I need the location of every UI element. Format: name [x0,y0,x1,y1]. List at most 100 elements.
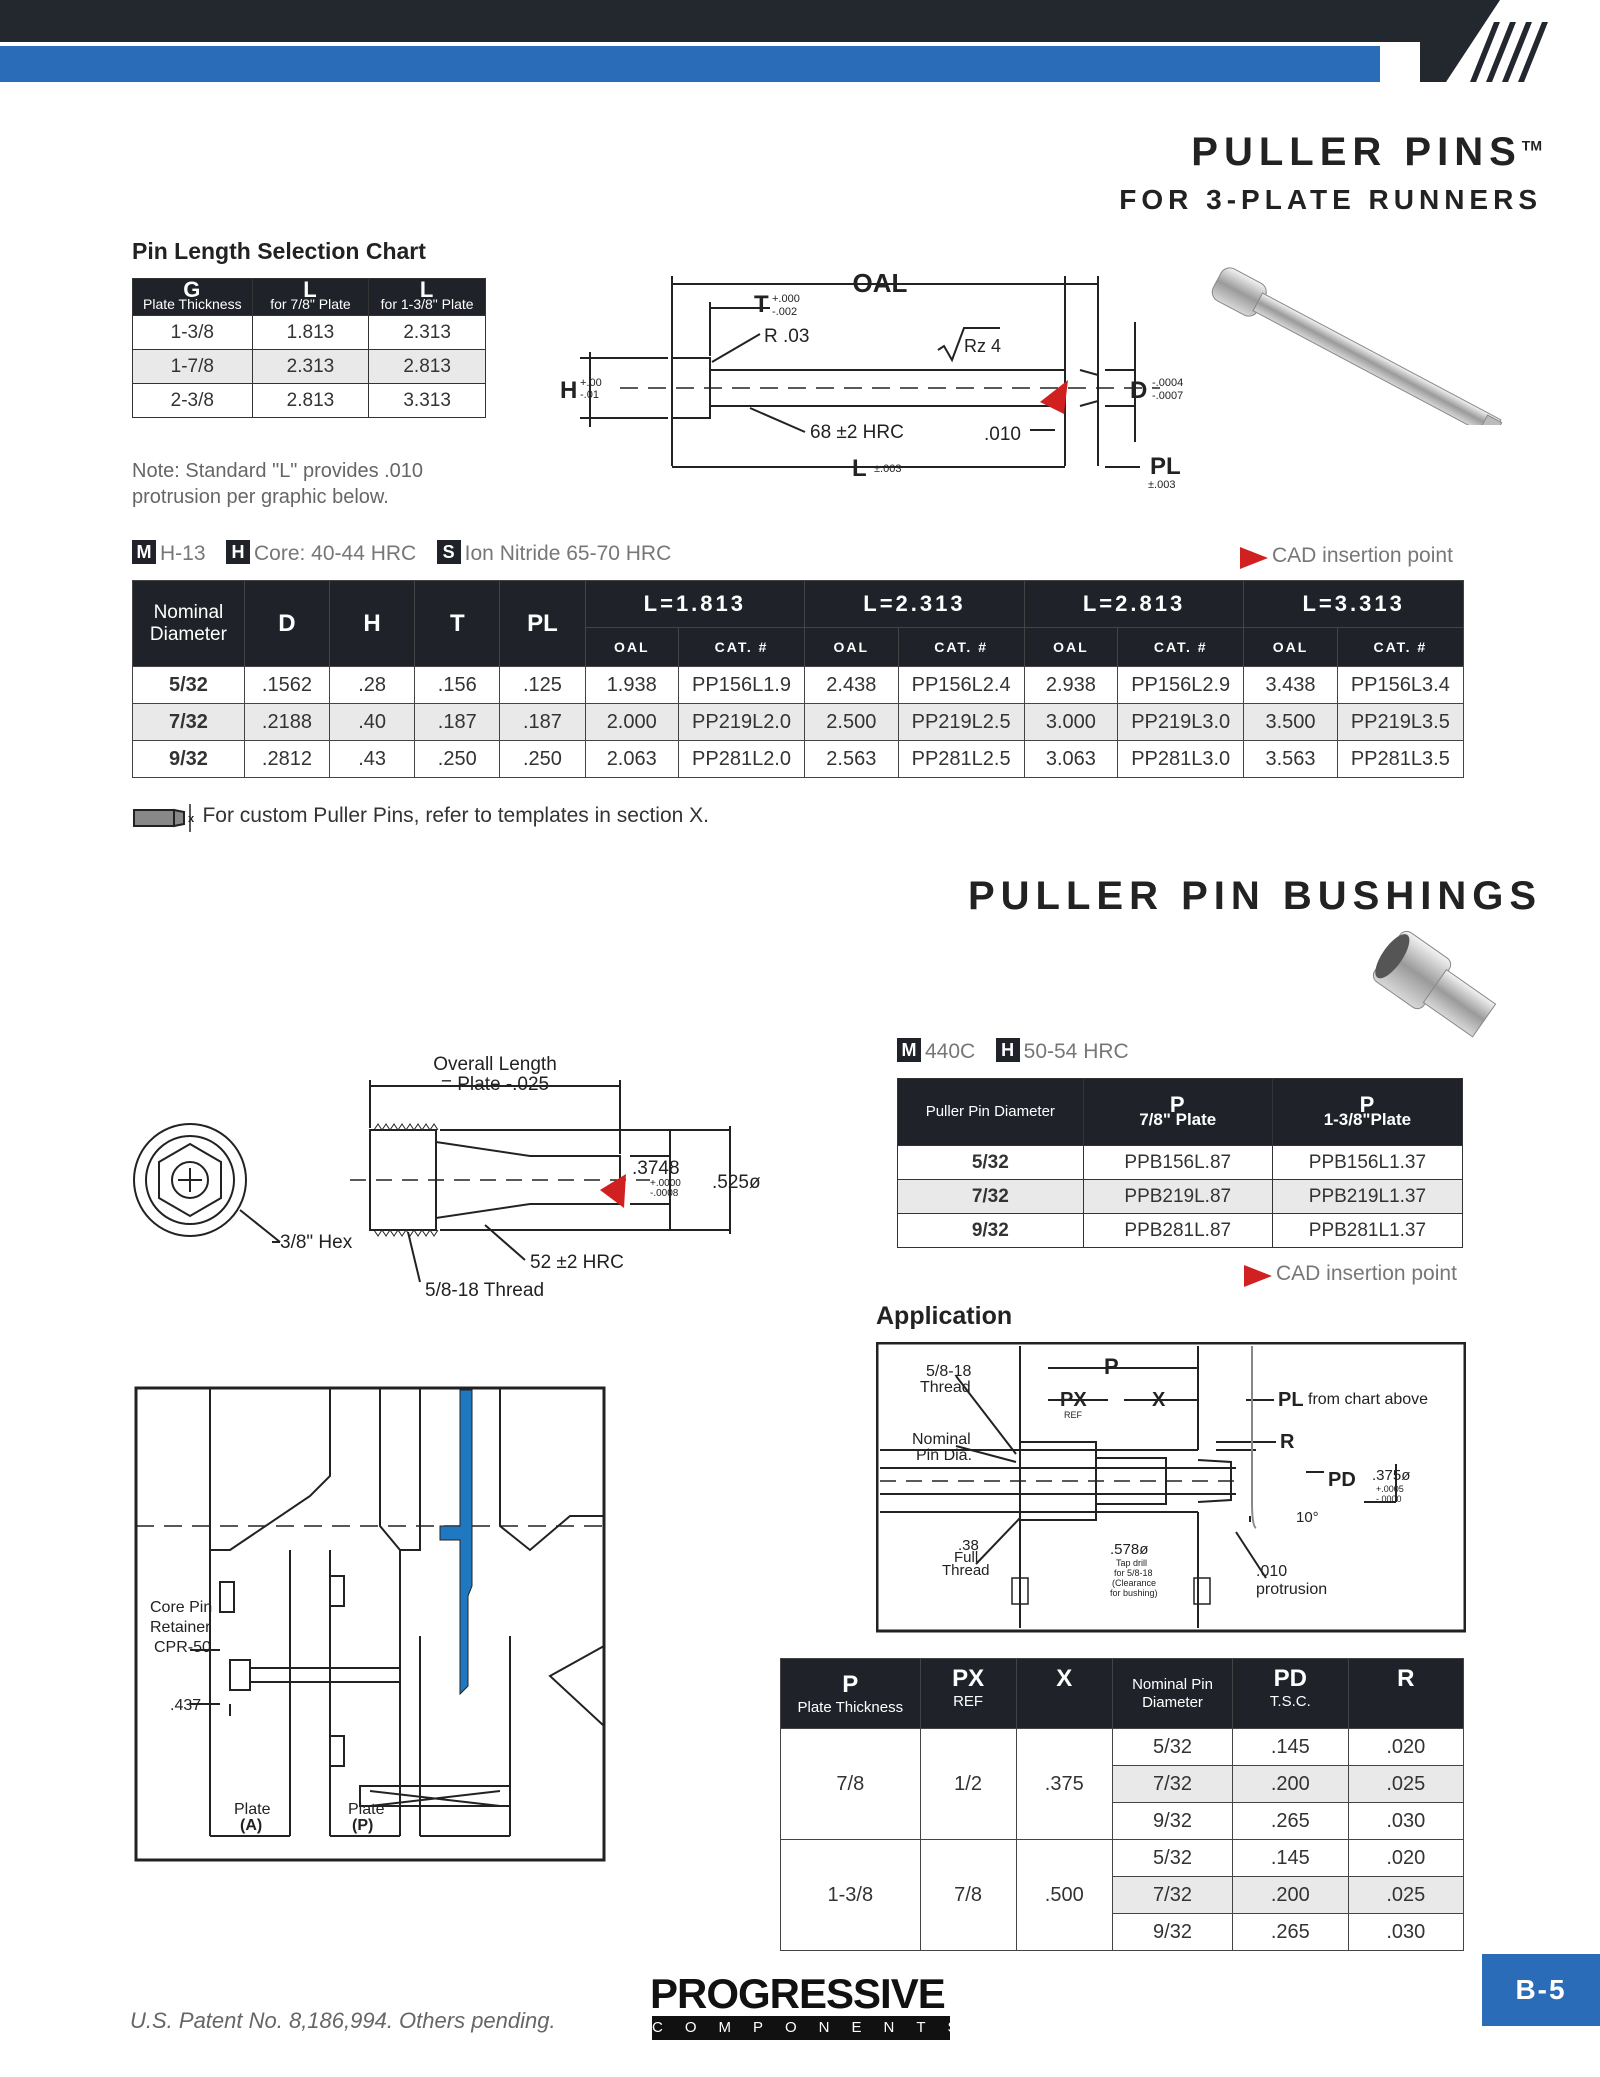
roughness-label: Rz 4 [964,336,1001,356]
pl-label: PL [1150,453,1181,480]
t-tol-up: +.000 [772,293,800,305]
oal-label: OAL [853,268,908,298]
app-tap-3: for 5/8-18 [1114,1568,1153,1578]
application-drawing: 5/8-18 Thread P PX REF X PL from chart a… [876,1342,1466,1633]
hex-label: 3/8" Hex [280,1232,353,1253]
plate-p-label: Plate [348,1801,385,1818]
app-angle-label: 10° [1296,1509,1319,1526]
mold-dim-label: .437 [170,1697,201,1714]
overall-length-label: Overall Length [433,1054,557,1075]
app-p-label: P [1104,1354,1119,1379]
puller-pin-table: Nominal Diameter D H T PL L=1.813 L=2.31… [132,580,1465,778]
svg-text:x: x [188,813,195,825]
app-thread-label-2: Thread [920,1379,971,1396]
app-r-label: R [1280,1431,1295,1453]
pin-drawing: OAL T +.000 -.002 R .03 Rz 4 H +.00 -.01… [560,268,1183,491]
plate-a-label: Plate [234,1801,271,1818]
bushing-photo [1372,930,1497,1038]
application-heading: Application [876,1302,1013,1330]
d-label: D [1130,377,1147,404]
app-prot-1: .010 [1256,1563,1287,1580]
l-tol: ±.003 [874,463,901,475]
h-label: H [560,377,577,404]
table-row: 7/32.200.025 [781,1876,1465,1914]
page-title: PULLER PINSTM [1191,130,1542,174]
patent-note: U.S. Patent No. 8,186,994. Others pendin… [130,2008,556,2033]
hardness-text: 50-54 HRC [1023,1039,1129,1063]
material-badge: M [132,540,156,564]
app-full-thread-2: Full [954,1549,978,1566]
d-tol-up: -.0004 [1152,377,1183,389]
app-ref-label: REF [1064,1410,1083,1420]
mold-assembly-drawing: Core Pin Retainer CPR-50 .437 Plate (A) … [134,1386,606,1862]
surface-text: Ion Nitride 65-70 HRC [464,541,672,565]
hrc-label: 68 ±2 HRC [810,422,904,443]
hardness-text: Core: 40-44 HRC [253,541,417,565]
selection-chart-heading: Pin Length Selection Chart [132,238,426,264]
radius-label: R .03 [764,326,809,347]
bore-tol-dn: -.0008 [650,1188,679,1199]
bushings-title: PULLER PIN BUSHINGS [967,874,1542,918]
table-row: 1-3/8 7/8 .500 5/32.145.020 [780,1839,1465,1951]
retainer-label-2: Retainer [150,1619,211,1636]
app-dia-tol-up: +.0005 [1376,1484,1404,1494]
custom-template-icon: x [133,804,195,832]
material-text: 440C [925,1039,976,1063]
l-label: L [852,455,867,482]
header-blue-band [0,46,1440,82]
app-nominal-label: Nominal [912,1431,971,1448]
plate-p-label-2: (P) [352,1817,373,1834]
pl-tol: ±.003 [1148,479,1175,491]
d-tol-dn: -.0007 [1152,390,1183,402]
bore-tol-up: +.0000 [650,1178,681,1189]
retainer-label-3: CPR-50 [154,1639,211,1656]
plate-a-label-2: (A) [240,1817,262,1834]
custom-note: x For custom Puller Pins, refer to templ… [132,802,709,834]
material-text: H-13 [160,541,206,565]
app-dia-tol-dn: -.0000 [1376,1494,1402,1504]
app-tap-2: Tap drill [1116,1558,1147,1568]
h-tol-up: +.00 [580,377,602,389]
app-pl-note: from chart above [1308,1391,1428,1408]
app-thread-label: 5/8-18 [926,1363,971,1380]
bore-diameter-label: .3748 [632,1158,680,1179]
app-px-label: PX [1060,1389,1087,1411]
app-full-thread-3: Thread [942,1562,990,1579]
thread-label: 5/8-18 Thread [425,1280,544,1301]
bushing-hrc-label: 52 ±2 HRC [530,1252,624,1273]
components-logo: COMPONENTS [652,2016,958,2040]
puller-pin-photo [1211,267,1503,425]
cad-marker-icon [1244,1264,1272,1287]
app-nominal-label-2: Pin Dia. [916,1447,972,1464]
surface-badge: S [436,540,461,564]
t-tol-dn: -.002 [772,306,797,318]
app-prot-2: protrusion [1256,1581,1327,1598]
app-pl-label: PL [1278,1389,1304,1411]
app-full-thread-1: .38 [958,1537,979,1554]
table-row: 7/32.200.025 [781,1765,1465,1803]
page-number: B-5 [1482,1954,1600,2026]
outer-diameter-label: .525ø [712,1172,761,1193]
bushing-cad-legend: CAD insertion point [1244,1262,1457,1287]
app-tap-5: for bushing) [1110,1588,1158,1598]
hardness-badge: H [225,540,250,564]
h-tol-dn: -.01 [580,389,599,401]
cad-insertion-legend: CAD insertion point [1240,544,1453,569]
app-x-label: X [1152,1389,1166,1411]
brand-stripes-icon [1380,0,1600,100]
hardness-badge: H [995,1038,1020,1062]
header-band [0,0,1600,42]
progressive-logo: PROGRESSIVE [650,1970,946,2017]
